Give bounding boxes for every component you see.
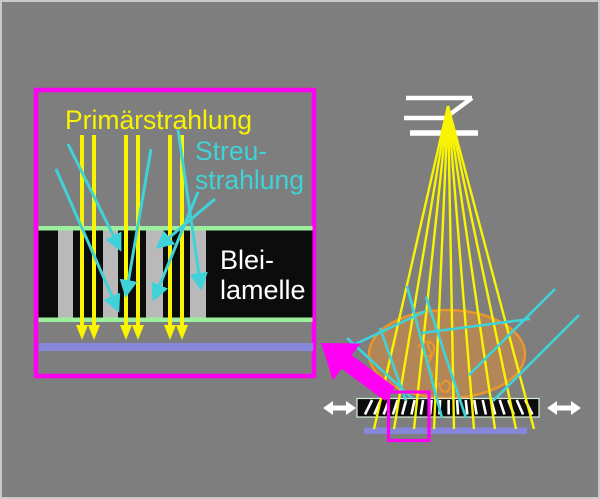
inset-detector-bar <box>39 343 313 351</box>
xray-setup-scene <box>321 95 581 443</box>
xray-tube-anode-icon <box>404 95 474 121</box>
scatter-ray-absorbed <box>119 148 153 298</box>
inset-scatter-rays <box>54 129 216 313</box>
primary-ray-arrowhead <box>132 325 144 340</box>
scatter-ray <box>492 314 580 402</box>
grid-slit <box>498 399 506 415</box>
primary-ray-arrowhead <box>88 325 100 340</box>
beam-ray <box>446 105 497 430</box>
primary-ray-arrowhead <box>76 325 88 340</box>
primary-radiation-label: Primärstrahlung <box>65 105 252 135</box>
grid-slit <box>391 399 399 415</box>
zoom-arrow <box>321 343 395 401</box>
scatter-ray-absorbed <box>54 168 121 313</box>
scatter-ray <box>346 337 413 399</box>
scatter-ray-absorbed <box>66 143 122 252</box>
scatter-ray <box>468 288 556 376</box>
scatter-ray <box>421 317 531 335</box>
primary-ray-arrowhead <box>164 325 176 340</box>
zoom-region-marker <box>386 390 431 443</box>
grid-interspace <box>58 230 73 318</box>
grid-slit <box>419 399 425 415</box>
lead-lamella-label-line1: Blei- <box>220 245 274 275</box>
grid-cover-bottom <box>38 317 313 322</box>
grid-slit-lines <box>363 399 534 416</box>
scatter-ray <box>405 285 444 419</box>
grid-slit <box>472 399 478 415</box>
inset-grid-cross-section <box>38 226 313 322</box>
scatter-ray-absorbed <box>176 129 208 291</box>
inset-frame <box>33 87 317 379</box>
beam-ray <box>412 105 450 430</box>
grid-movement-arrow-left <box>323 401 356 415</box>
grid-slit <box>464 399 469 415</box>
inset-grid-band <box>38 226 313 322</box>
grid-cover-top <box>38 226 313 231</box>
primary-ray-arrowhead <box>120 325 132 340</box>
grid-slit <box>481 399 488 415</box>
scatter-ray <box>424 296 468 419</box>
scatter-radiation-label-line2: strahlung <box>195 165 304 195</box>
scatter-radiation-label-line1: Streu- <box>195 136 267 166</box>
beam-ray <box>446 105 518 430</box>
lead-lamella-label-line2: lamelle <box>220 275 306 305</box>
grid-slit <box>400 399 408 415</box>
grid-movement-arrow-right <box>547 401 581 415</box>
grid-slit <box>455 399 460 415</box>
grid-slit <box>410 399 416 415</box>
beam-ray <box>432 105 450 430</box>
grid-slit <box>363 399 374 416</box>
inset-panel: Primärstrahlung Streu- strahlung Blei- l… <box>33 87 317 379</box>
detector-bar <box>364 427 527 434</box>
bowel-hook <box>438 379 452 393</box>
beam-ray <box>392 105 450 430</box>
primary-ray-arrowhead <box>176 325 188 340</box>
grid-slit <box>515 399 525 416</box>
